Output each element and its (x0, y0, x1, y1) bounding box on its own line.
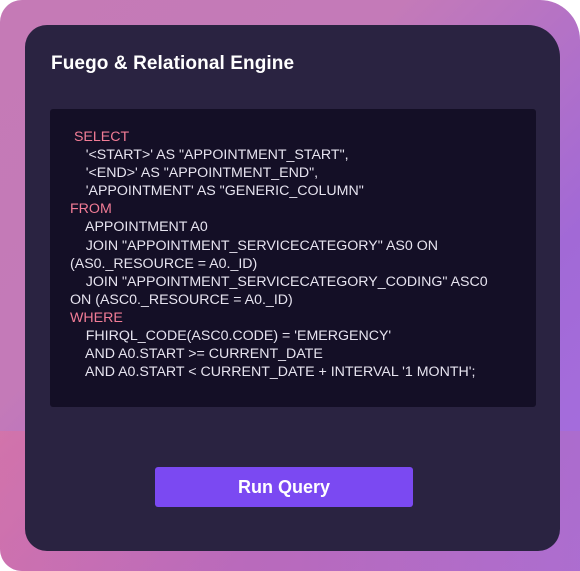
sql-keyword-from: FROM (70, 201, 112, 218)
sql-keyword-where: WHERE (70, 309, 123, 326)
run-query-button[interactable]: Run Query (155, 467, 413, 507)
query-panel: Fuego & Relational Engine SELECT '<START… (25, 25, 560, 551)
sql-line: (AS0._RESOURCE = A0._ID) (70, 255, 258, 272)
sql-line: 'APPOINTMENT' AS "GENERIC_COLUMN" (70, 183, 364, 200)
sql-keyword-select: SELECT (70, 129, 130, 145)
sql-line: FHIRQL_CODE(ASC0.CODE) = 'EMERGENCY' (70, 328, 392, 345)
sql-line: JOIN "APPOINTMENT_SERVICECATEGORY_CODING… (70, 273, 488, 290)
sql-code: SELECT '<START>' AS "APPOINTMENT_START",… (50, 109, 536, 381)
sql-line: '<START>' AS "APPOINTMENT_START", (70, 147, 349, 164)
sql-line: AND A0.START < CURRENT_DATE + INTERVAL '… (70, 364, 476, 381)
sql-line: ON (ASC0._RESOURCE = A0._ID) (70, 291, 293, 308)
sql-line: JOIN "APPOINTMENT_SERVICECATEGORY" AS0 O… (70, 237, 438, 254)
sql-line: AND A0.START >= CURRENT_DATE (70, 346, 323, 363)
sql-line: '<END>' AS "APPOINTMENT_END", (70, 165, 319, 182)
sql-code-block: SELECT '<START>' AS "APPOINTMENT_START",… (50, 109, 536, 407)
sql-line: APPOINTMENT A0 (70, 219, 208, 236)
panel-title: Fuego & Relational Engine (51, 53, 295, 74)
